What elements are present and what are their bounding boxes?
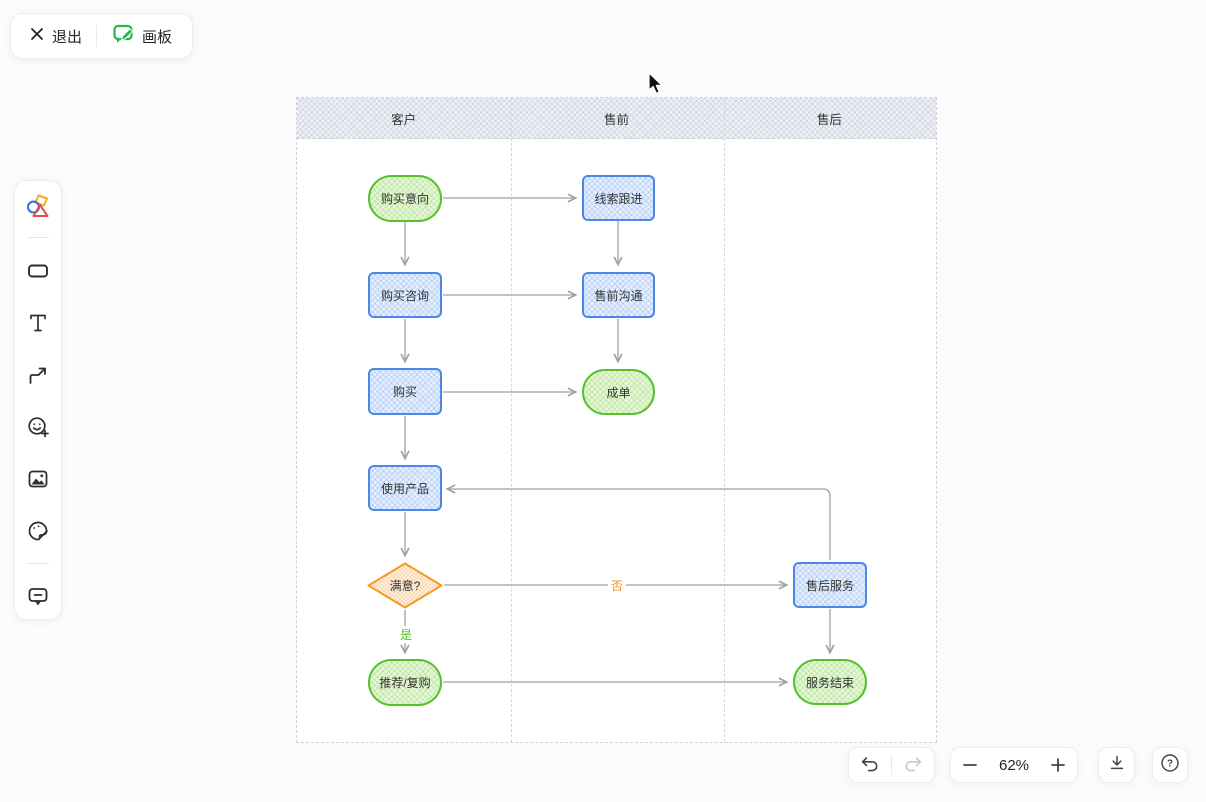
node-purchase[interactable]: 购买 (368, 368, 442, 415)
node-label: 满意? (389, 579, 421, 593)
controls-divider (891, 755, 892, 775)
history-controls (848, 747, 935, 783)
node-purchase-intent[interactable]: 购买意向 (368, 175, 442, 222)
lane-header-customer[interactable]: 客户 (391, 112, 417, 127)
node-label: 购买 (392, 385, 417, 399)
board-label: 画板 (142, 28, 173, 46)
undo-button[interactable] (849, 748, 891, 782)
zoom-controls: 62% (950, 747, 1078, 783)
node-satisfied-decision[interactable]: 满意? (367, 562, 443, 609)
topbar-divider (96, 25, 98, 47)
lane-header-presales[interactable]: 售前 (603, 112, 629, 127)
node-label: 线索跟进 (594, 191, 643, 206)
zoom-out-button[interactable] (951, 748, 989, 782)
text-icon[interactable] (23, 308, 53, 338)
diagram-canvas[interactable]: 客户 售前 售后 购买意向 (296, 97, 937, 743)
exit-button[interactable]: 退出 (23, 22, 88, 51)
help-glyph: ? (1167, 758, 1173, 769)
download-icon (1107, 753, 1127, 778)
left-toolbar (14, 180, 62, 620)
toolbar-divider (27, 563, 49, 564)
close-icon (29, 26, 45, 46)
lane-divider (511, 98, 512, 742)
download-button[interactable] (1098, 747, 1135, 783)
palette-icon[interactable] (23, 516, 53, 546)
node-deal-closed[interactable]: 成单 (582, 369, 655, 415)
node-lead-followup[interactable]: 线索跟进 (582, 175, 655, 221)
node-recommend-repurchase[interactable]: 推荐/复购 (368, 659, 442, 706)
rectangle-icon[interactable] (23, 256, 53, 286)
emoji-add-icon[interactable] (23, 412, 53, 442)
node-label: 购买咨询 (380, 288, 429, 303)
shapes-icon[interactable] (23, 191, 53, 221)
connector-icon[interactable] (23, 360, 53, 390)
edge-label-yes[interactable]: 是 (397, 626, 416, 643)
lane-divider (724, 98, 725, 742)
node-use-product[interactable]: 使用产品 (368, 465, 442, 511)
image-icon[interactable] (23, 464, 53, 494)
lane-header-aftersales[interactable]: 售后 (816, 112, 842, 127)
node-aftersales-service[interactable]: 售后服务 (793, 562, 867, 608)
board-icon (111, 22, 135, 50)
help-button[interactable]: ? (1152, 747, 1188, 783)
exit-label: 退出 (52, 28, 83, 46)
node-purchase-consult[interactable]: 购买咨询 (368, 272, 442, 318)
node-label: 购买意向 (380, 192, 429, 206)
node-label: 推荐/复购 (379, 676, 431, 690)
toolbar-divider (27, 237, 49, 238)
node-label: 售后服务 (805, 578, 854, 593)
node-service-end[interactable]: 服务结束 (793, 659, 867, 705)
zoom-in-button[interactable] (1039, 748, 1077, 782)
help-icon: ? (1159, 752, 1181, 779)
node-label: 使用产品 (380, 481, 429, 496)
zoom-level[interactable]: 62% (998, 756, 1030, 774)
node-label: 售前沟通 (594, 288, 643, 303)
edge-label-no[interactable]: 否 (608, 577, 627, 594)
redo-button[interactable] (892, 748, 934, 782)
board-button[interactable]: 画板 (105, 18, 178, 54)
swimlane-header: 客户 售前 售后 (297, 98, 936, 139)
mouse-cursor (648, 72, 663, 94)
node-label: 成单 (606, 385, 631, 400)
node-label: 服务结束 (805, 675, 854, 690)
node-presales-communication[interactable]: 售前沟通 (582, 272, 655, 318)
comment-icon[interactable] (23, 581, 53, 611)
top-toolbar: 退出 画板 (10, 13, 193, 59)
